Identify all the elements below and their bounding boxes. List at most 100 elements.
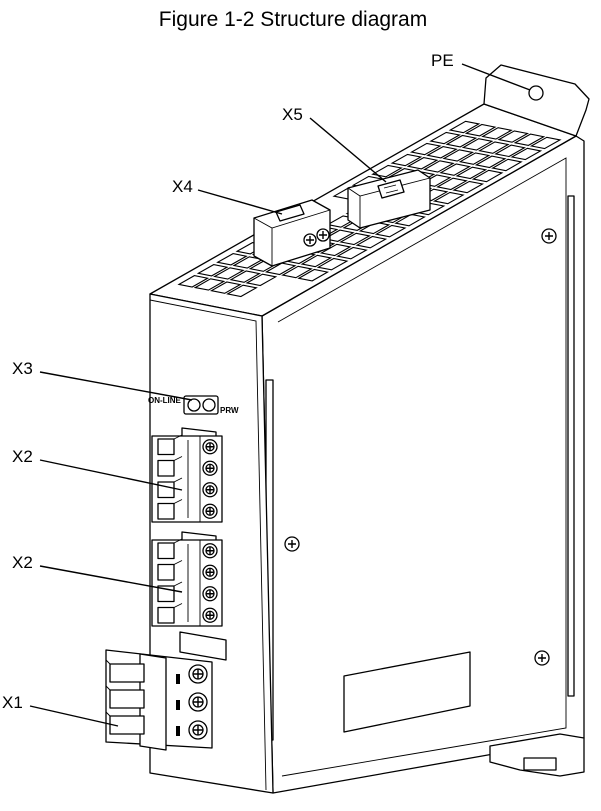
vent-slot — [297, 268, 330, 282]
vent-slot — [513, 133, 546, 146]
terminal-screw-icon — [303, 233, 317, 247]
power-label: PRW — [220, 406, 239, 415]
side-panel-recess — [277, 157, 567, 777]
device-housing — [149, 64, 590, 794]
vent-slot — [319, 243, 352, 257]
vent-slot — [510, 147, 543, 161]
pe-terminal-hole — [528, 85, 544, 101]
vent-slot — [436, 177, 468, 191]
online-label: ON-LINE — [148, 396, 182, 405]
bottom-foot — [489, 733, 585, 777]
terminal-screw-icon — [202, 460, 218, 476]
vent-slot — [471, 169, 504, 183]
vent-slot — [323, 229, 355, 242]
power-led-icon — [202, 398, 216, 412]
vent-slot — [216, 253, 248, 266]
vent-slot — [426, 146, 458, 159]
terminal-screw-icon — [202, 439, 218, 455]
vent-slot — [406, 157, 439, 170]
wire-entry — [157, 502, 175, 520]
side-rear-strip — [567, 195, 575, 697]
terminal-screw-icon — [202, 564, 218, 580]
vent-slot — [229, 270, 261, 283]
terminal-screw-icon — [202, 607, 218, 623]
wire-entry — [157, 606, 175, 624]
vent-slot — [409, 142, 442, 156]
vent-slot — [474, 155, 507, 169]
callout-x4: X4 — [172, 177, 193, 196]
vent-slot — [423, 160, 455, 173]
vent-slot — [300, 254, 333, 268]
x4-connector — [253, 199, 331, 267]
vent-slot — [494, 144, 526, 158]
vent-slot — [497, 130, 530, 143]
vent-slot — [177, 275, 210, 288]
vent-slot — [336, 246, 368, 260]
screw-icon — [541, 228, 557, 244]
terminal-screw-icon — [188, 664, 208, 684]
vent-slot — [455, 166, 488, 180]
callout-x5: X5 — [282, 105, 303, 124]
vent-slot — [394, 213, 426, 227]
terminal-screw-icon — [188, 720, 208, 740]
online-led-icon — [187, 398, 201, 412]
vent-slot — [226, 284, 258, 298]
vent-slot — [264, 262, 297, 276]
vent-slot — [281, 265, 313, 279]
vent-slot — [374, 224, 407, 238]
vent-slot — [432, 191, 465, 205]
callout-x1: X1 — [2, 693, 23, 712]
front-bezel-edge — [149, 299, 267, 791]
x1-connector — [105, 631, 227, 751]
vent-slot — [429, 131, 461, 145]
x2-upper-terminal-block — [151, 427, 223, 523]
terminal-screw-icon — [202, 503, 218, 519]
side-label-area — [343, 651, 471, 733]
vent-slot — [371, 164, 403, 178]
vent-slot — [445, 134, 478, 148]
x5-connector — [347, 169, 431, 229]
vent-slot — [452, 180, 485, 194]
wire-entry — [157, 481, 175, 499]
terminal-screw-icon — [202, 543, 218, 559]
vent-slot — [478, 141, 510, 154]
vent-slot — [458, 152, 491, 165]
foot-slot — [523, 757, 557, 771]
callout-x3: X3 — [12, 359, 33, 378]
terminal-screw-icon — [188, 692, 208, 712]
terminal-screw-icon — [202, 586, 218, 602]
vent-slot — [439, 163, 471, 176]
callout-leaders — [29, 63, 531, 727]
callout-x2-lower: X2 — [12, 553, 33, 572]
vent-slot — [442, 149, 475, 162]
vent-slot — [316, 257, 349, 271]
vent-slot — [448, 120, 481, 134]
vent-slot — [461, 138, 494, 151]
vent-slot — [390, 153, 423, 167]
wire-entry — [157, 438, 175, 456]
screw-icon — [284, 536, 300, 552]
vent-slot — [213, 267, 245, 280]
screw-icon — [534, 650, 550, 666]
vent-slot — [193, 278, 226, 291]
wire-entry — [157, 459, 175, 477]
callout-x2-upper: X2 — [12, 447, 33, 466]
vent-slot — [196, 264, 229, 277]
vent-slot — [491, 158, 523, 172]
vent-slot — [339, 232, 371, 246]
vent-slot — [481, 127, 513, 140]
figure-title: Figure 1-2 Structure diagram — [159, 8, 427, 31]
terminal-screw-icon — [202, 482, 218, 498]
wire-entry — [157, 542, 175, 560]
vent-slot — [529, 136, 562, 150]
x3-led-indicators: ON-LINE PRW — [148, 395, 239, 415]
wire-entry — [157, 563, 175, 581]
vent-slot — [245, 273, 278, 287]
callout-pe: PE — [431, 51, 454, 70]
vent-slot — [209, 281, 242, 294]
vent-slot — [464, 123, 497, 137]
vent-slot — [355, 235, 388, 249]
x2-lower-terminal-block — [151, 531, 223, 627]
